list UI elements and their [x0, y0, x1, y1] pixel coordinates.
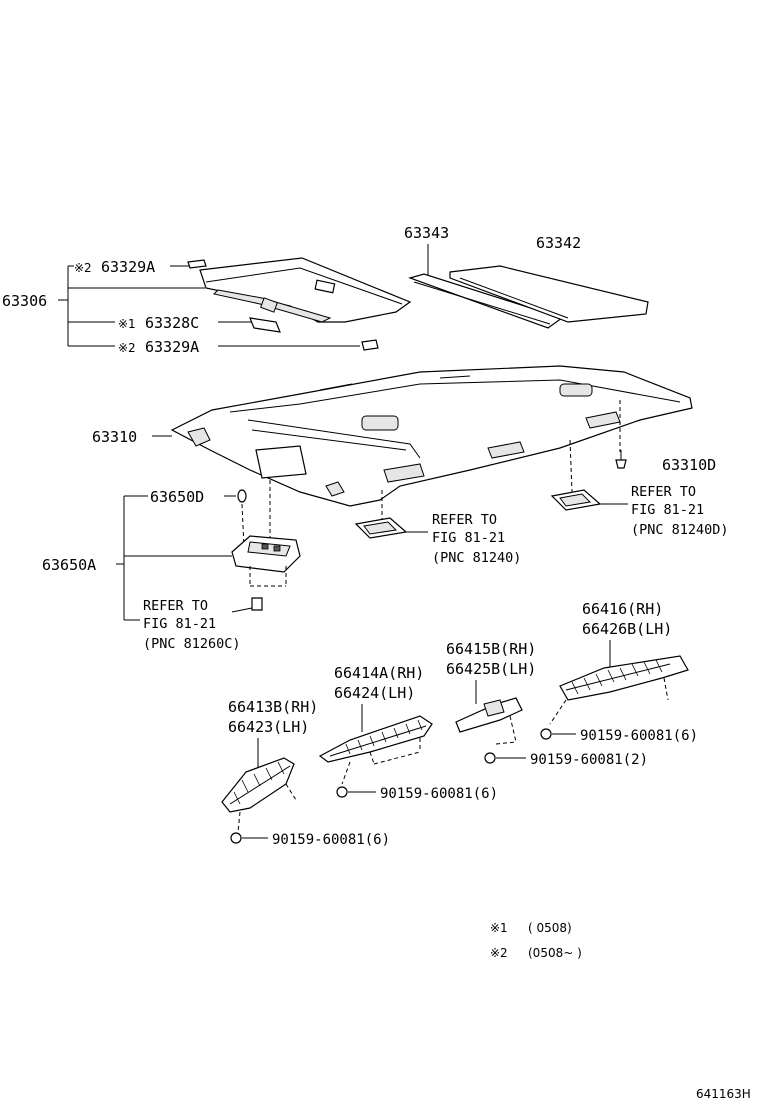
- mark-2-top: ※2: [74, 261, 92, 275]
- part-66414a-group: 66414A(RH) 66424(LH) 90159-60081(6): [318, 664, 498, 802]
- part-63650-group: 63650D 63650A REFER TO FIG 81-21 (PNC 81…: [42, 488, 301, 652]
- lamp-opening-rear: [559, 383, 593, 397]
- part-66415b-group: 66415B(RH) 66425B(LH) 90159-60081(2): [446, 640, 648, 768]
- bolt-66413b: [230, 832, 242, 844]
- label-63310d: 63310D: [662, 456, 716, 474]
- label-66414a: 66414A(RH): [334, 664, 424, 682]
- bolt-66415b: [484, 752, 496, 764]
- label-63328c: 63328C: [145, 314, 199, 332]
- ref1-line2: FIG 81-21: [631, 502, 704, 518]
- legend-mark-1: ※1: [490, 921, 508, 935]
- bulb-63650d: [237, 489, 247, 503]
- garnish-66414a: [318, 715, 433, 763]
- label-66416: 66416(RH): [582, 600, 663, 618]
- label-66426b: 66426B(LH): [582, 620, 672, 638]
- label-66423: 66423(LH): [228, 718, 309, 736]
- mark-1: ※1: [118, 317, 136, 331]
- legend-text-1: ( 0508): [528, 921, 572, 935]
- garnish-66413b: [221, 757, 295, 813]
- label-63650d: 63650D: [150, 488, 204, 506]
- label-bolt-6a: 90159-60081(6): [580, 728, 698, 744]
- roof-headlining: [170, 365, 693, 507]
- label-bolt-2: 90159-60081(2): [530, 752, 648, 768]
- label-66425b: 66425B(LH): [446, 660, 536, 678]
- label-63306: 63306: [2, 292, 47, 310]
- clip-63329a-top: [187, 259, 207, 269]
- label-66413b: 66413B(RH): [228, 698, 318, 716]
- ref3-line1: REFER TO: [143, 598, 208, 614]
- ref1-line1: REFER TO: [631, 484, 696, 500]
- label-63343: 63343: [404, 224, 449, 242]
- label-63329a-top: 63329A: [101, 258, 155, 276]
- part-63310-group: 63310: [92, 365, 693, 540]
- legend-text-2: (0508~ ): [528, 946, 582, 960]
- illustration-code: 641163H: [696, 1087, 751, 1101]
- part-66416-group: 66416(RH) 66426B(LH) 90159-60081(6): [540, 600, 698, 744]
- label-63329a-bottom: 63329A: [145, 338, 199, 356]
- bolt-66414a: [336, 786, 348, 798]
- ref-81240d-group: REFER TO FIG 81-21 (PNC 81240D): [550, 484, 729, 538]
- ref2-line1: REFER TO: [432, 512, 497, 528]
- clip-63310d: [615, 459, 627, 469]
- ref2-line2: FIG 81-21: [432, 530, 505, 546]
- map-lamp-bulb: [251, 597, 263, 611]
- mark-2-bottom: ※2: [118, 341, 136, 355]
- pad-63342: [449, 265, 649, 323]
- clip-63329a-bottom: [361, 339, 379, 351]
- ref1-line3: (PNC 81240D): [631, 522, 729, 538]
- bolt-66416: [540, 728, 552, 740]
- ref2-line3: (PNC 81240): [432, 550, 521, 566]
- part-63306-group: 63306 ※2 63329A ※1 63328C ※2 63329A: [2, 257, 412, 356]
- label-63650a: 63650A: [42, 556, 96, 574]
- label-63310: 63310: [92, 428, 137, 446]
- ref3-line2: FIG 81-21: [143, 616, 216, 632]
- part-63343-63342-group: 63343 63342: [404, 224, 649, 329]
- ref3-line3: (PNC 81260C): [143, 636, 241, 652]
- label-bolt-6b: 90159-60081(6): [380, 786, 498, 802]
- part-63310d-group: 63310D: [615, 450, 716, 474]
- lamp-63328c: [249, 317, 281, 333]
- label-bolt-6c: 90159-60081(6): [272, 832, 390, 848]
- legend: ※1 ( 0508) ※2 (0508~ ): [490, 921, 582, 960]
- label-66424: 66424(LH): [334, 684, 415, 702]
- label-63342: 63342: [536, 234, 581, 252]
- legend-mark-2: ※2: [490, 946, 508, 960]
- lamp-opening-center: [361, 415, 399, 431]
- garnish-66416: [559, 655, 689, 701]
- label-66415b: 66415B(RH): [446, 640, 536, 658]
- ref-81240-group: REFER TO FIG 81-21 (PNC 81240): [354, 512, 521, 566]
- part-66413b-group: 66413B(RH) 66423(LH) 90159-60081(6): [221, 698, 390, 848]
